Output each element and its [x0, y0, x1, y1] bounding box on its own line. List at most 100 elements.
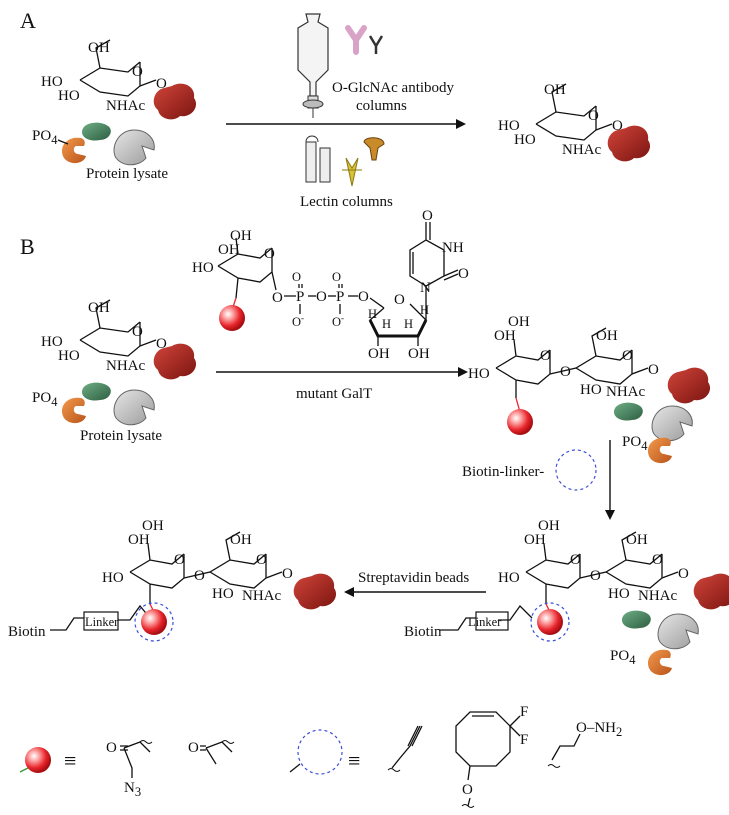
- oh-label: OH: [408, 346, 430, 362]
- glcnac-sugar-b-left: OH HO HO O NHAc O: [41, 299, 167, 374]
- red-protein-icon: [293, 573, 337, 610]
- nh-label: NH: [442, 240, 464, 256]
- ho-label: HO: [102, 570, 124, 586]
- ring-o-label: O: [570, 552, 581, 568]
- o-minus-label: O-: [332, 313, 344, 329]
- h-label: H: [368, 307, 377, 321]
- glycosidic-o-label: O: [612, 118, 623, 134]
- grey-protein-icon: [651, 405, 693, 442]
- aminooxy-label: O–NH2: [576, 720, 622, 739]
- grey-protein-icon: [657, 613, 699, 650]
- n-label: N: [420, 280, 431, 296]
- lectin-column-icon: [305, 135, 331, 183]
- oh-label: OH: [88, 300, 110, 316]
- ho-label: HO: [41, 334, 63, 350]
- ho-label-2: HO: [514, 132, 536, 148]
- bead-icon: [507, 409, 533, 435]
- lectin-label: Lectin columns: [300, 194, 393, 210]
- ether-o-label: O: [462, 782, 473, 798]
- reaction-arrow-a: [226, 119, 466, 129]
- lectin-orange-icon: [363, 137, 385, 161]
- oh-label-2: OH: [218, 242, 240, 258]
- ring-o-label: O: [394, 292, 405, 308]
- biotin-label: Biotin: [404, 624, 442, 640]
- glycosidic-o-label: O: [194, 568, 205, 584]
- equiv-symbol: ≡: [64, 748, 76, 773]
- ring-o-label: O: [652, 552, 663, 568]
- ho-label: HO: [498, 570, 520, 586]
- ring-o-label: O: [256, 552, 267, 568]
- o-label: O: [358, 289, 369, 305]
- panel-b-label: B: [20, 234, 35, 259]
- biotin-label: Biotin: [8, 624, 46, 640]
- nhac-label: NHAc: [606, 384, 645, 400]
- h-label: H: [382, 317, 391, 331]
- ring-o-label: O: [132, 324, 143, 340]
- fluorine-label: F: [520, 732, 528, 748]
- p-label: P: [336, 289, 344, 305]
- ho-label-2: HO: [58, 88, 80, 104]
- azide-label: N3: [124, 780, 141, 799]
- oh-label: OH: [538, 518, 560, 534]
- protein-lysate-label-b: Protein lysate: [80, 428, 162, 444]
- ho-label-2: HO: [608, 586, 630, 602]
- red-protein-icon: [667, 367, 711, 404]
- carbonyl-o-label: O: [458, 266, 469, 282]
- oh-label-2: OH: [494, 328, 516, 344]
- carbonyl-o-label: O: [188, 740, 199, 756]
- ring-o-label: O: [132, 64, 143, 80]
- oh-label: OH: [596, 328, 618, 344]
- dashed-circle-icon: [555, 449, 597, 491]
- green-protein-icon: [614, 402, 643, 421]
- linker-label: Linker: [85, 615, 119, 629]
- antibody-label-line1: O-GlcNAc antibody: [332, 80, 455, 96]
- carbonyl-o-label: O: [106, 740, 117, 756]
- orange-protein-icon: [647, 437, 672, 464]
- o-label: O: [272, 290, 283, 306]
- bead-icon: [537, 609, 563, 635]
- glycosidic-o-label: O: [678, 566, 689, 582]
- ring-o-label: O: [264, 246, 275, 262]
- column-icon: [297, 13, 329, 118]
- dashed-circle-icon: [134, 602, 174, 642]
- oh-label: OH: [142, 518, 164, 534]
- p-label: P: [296, 289, 304, 305]
- glycosidic-o-label: O: [648, 362, 659, 378]
- o-minus-label: O-: [292, 313, 304, 329]
- oh-label: OH: [508, 314, 530, 330]
- oh-label: OH: [626, 532, 648, 548]
- linker-label: Linker: [468, 615, 502, 629]
- green-protein-icon: [622, 610, 651, 629]
- ho-label: HO: [192, 260, 214, 276]
- h-label: H: [420, 303, 429, 317]
- dashed-circle-icon: [530, 602, 570, 642]
- ring-o-label: O: [622, 348, 633, 364]
- nhac-label: NHAc: [242, 588, 281, 604]
- protein-lysate-label-a: Protein lysate: [86, 166, 168, 182]
- legend-reactive-group: ≡ F F O O–NH2: [289, 704, 622, 808]
- green-protein-icon: [82, 382, 111, 401]
- glcnac-sugar-a-left: OH HO HO O NHAc O: [41, 39, 167, 114]
- h-label: H: [404, 317, 413, 331]
- oh-label: OH: [88, 40, 110, 56]
- equiv-symbol: ≡: [348, 748, 360, 773]
- o-label: O: [316, 289, 327, 305]
- bead-icon: [219, 305, 245, 331]
- antibody-icon-dark: [368, 35, 384, 54]
- orange-protein-icon: [61, 397, 86, 424]
- po4-label: PO4: [622, 434, 648, 453]
- grey-protein-icon: [113, 129, 155, 166]
- disaccharide-product-b: OH OH HO O O HO OH O NHAc O: [468, 314, 659, 413]
- ho-label: HO: [41, 74, 63, 90]
- udp-galactose-donor: OH OH HO O O P O O- O P O O- O O H H H H…: [192, 208, 469, 362]
- nhac-label: NHAc: [638, 588, 677, 604]
- po4-label: PO4: [32, 128, 58, 147]
- ring-o-label: O: [540, 348, 551, 364]
- po4-label: PO4: [32, 390, 58, 409]
- glycosidic-o-label: O: [156, 336, 167, 352]
- antibody-label-line2: columns: [356, 98, 407, 114]
- oh-label: OH: [544, 82, 566, 98]
- oh-label: OH: [368, 346, 390, 362]
- biotin-conjugate-left: OH OH HO O O HO OH O NHAc O: [50, 518, 293, 631]
